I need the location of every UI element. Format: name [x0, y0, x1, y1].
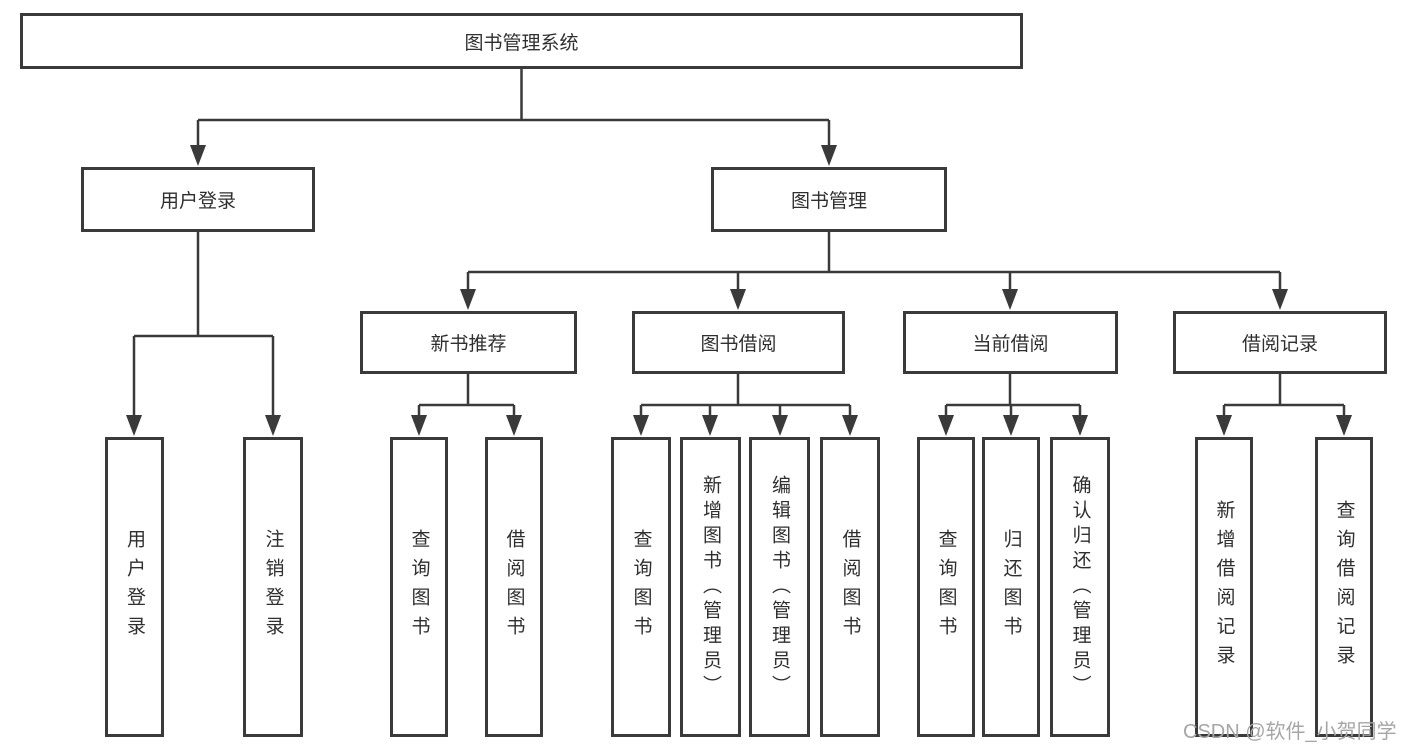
- node-user-login-label: 用户登录: [159, 191, 236, 212]
- connector-current-borrow-children: [944, 374, 1082, 418]
- leaf-borrowing-query-books-label: 查询图书: [630, 529, 652, 645]
- arrow-icon: [1002, 289, 1018, 310]
- leaf-logout: 注销登录: [243, 437, 303, 737]
- arrow-icon: [126, 415, 142, 436]
- leaf-recommend-query-books: 查询图书: [390, 437, 448, 737]
- node-book-borrowing-label: 图书借阅: [700, 334, 777, 355]
- node-book-management-label: 图书管理: [790, 191, 867, 212]
- arrow-icon: [1216, 415, 1232, 436]
- arrow-icon: [265, 415, 281, 436]
- leaf-borrowing-borrow-books-label: 借阅图书: [839, 529, 861, 645]
- leaf-user-login: 用户登录: [105, 437, 164, 737]
- leaf-current-confirm-return: 确认归还（管理员）: [1050, 437, 1110, 737]
- connector-root-to-level2: [196, 69, 831, 148]
- arrow-icon: [1072, 415, 1088, 436]
- arrow-icon: [842, 415, 858, 436]
- arrow-icon: [506, 415, 522, 436]
- node-current-borrowing-label: 当前借阅: [972, 334, 1049, 355]
- leaf-recommend-borrow-books: 借阅图书: [485, 437, 543, 737]
- node-borrowing-records: 借阅记录: [1173, 311, 1387, 374]
- leaf-borrowing-query-books: 查询图书: [611, 437, 671, 737]
- node-root-label: 图书管理系统: [464, 32, 579, 54]
- leaf-current-return-books: 归还图书: [982, 437, 1040, 737]
- arrow-icon: [730, 289, 746, 310]
- connector-book-borrow-children: [639, 374, 852, 418]
- node-user-login: 用户登录: [81, 167, 315, 232]
- leaf-records-add-record: 新增借阅记录: [1195, 437, 1253, 737]
- arrow-icon: [190, 145, 206, 166]
- node-borrowing-records-label: 借阅记录: [1241, 334, 1318, 355]
- leaf-records-query-record: 查询借阅记录: [1315, 437, 1373, 737]
- leaf-records-add-record-label: 新增借阅记录: [1213, 500, 1235, 674]
- watermark: CSDN @软件_小贺同学: [1183, 721, 1397, 743]
- arrow-icon: [1336, 415, 1352, 436]
- leaf-borrowing-add-books-label: 新增图书（管理员）: [700, 474, 721, 700]
- leaf-borrowing-add-books: 新增图书（管理员）: [680, 437, 741, 737]
- arrow-icon: [821, 145, 837, 166]
- node-new-book-recommend-label: 新书推荐: [430, 334, 507, 355]
- leaf-records-query-record-label: 查询借阅记录: [1333, 500, 1355, 674]
- leaf-logout-label: 注销登录: [262, 529, 284, 645]
- arrow-icon: [938, 415, 954, 436]
- leaf-current-query-books-label: 查询图书: [935, 529, 957, 645]
- arrow-icon: [1003, 415, 1019, 436]
- arrow-icon: [633, 415, 649, 436]
- node-book-management: 图书管理: [711, 167, 947, 232]
- arrow-icon: [411, 415, 427, 436]
- arrow-icon: [460, 289, 476, 310]
- leaf-recommend-query-books-label: 查询图书: [408, 529, 430, 645]
- leaf-current-query-books: 查询图书: [917, 437, 975, 737]
- arrow-icon: [772, 415, 788, 436]
- arrow-icon: [702, 415, 718, 436]
- leaf-user-login-label: 用户登录: [124, 529, 145, 645]
- node-new-book-recommend: 新书推荐: [360, 311, 577, 374]
- connector-new-book-children: [417, 374, 516, 418]
- leaf-borrowing-edit-books-label: 编辑图书（管理员）: [769, 474, 790, 700]
- leaf-current-confirm-return-label: 确认归还（管理员）: [1069, 474, 1091, 700]
- leaf-borrowing-borrow-books: 借阅图书: [820, 437, 880, 737]
- leaf-recommend-borrow-books-label: 借阅图书: [503, 529, 525, 645]
- arrow-icon: [1272, 289, 1288, 310]
- node-current-borrowing: 当前借阅: [903, 311, 1118, 374]
- leaf-borrowing-edit-books: 编辑图书（管理员）: [749, 437, 810, 737]
- node-book-borrowing: 图书借阅: [632, 311, 845, 374]
- connector-book-mgmt-children: [466, 232, 1282, 292]
- node-root: 图书管理系统: [20, 13, 1023, 69]
- leaf-current-return-books-label: 归还图书: [1000, 529, 1022, 645]
- connector-user-login-children: [132, 232, 275, 418]
- connector-borrow-record-children: [1222, 374, 1346, 418]
